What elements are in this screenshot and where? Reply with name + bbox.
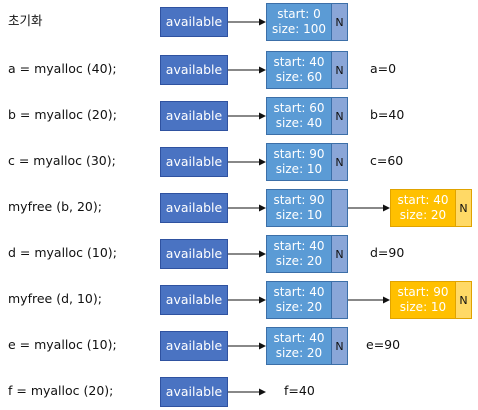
block-start: start: 0 bbox=[277, 7, 321, 21]
block-size: size: 10 bbox=[399, 300, 447, 314]
block-size: size: 60 bbox=[275, 70, 323, 84]
block-size: size: 10 bbox=[275, 208, 323, 222]
null-pointer: N bbox=[331, 236, 347, 272]
step-label: b = myalloc (20); bbox=[8, 107, 117, 122]
null-pointer: N bbox=[331, 328, 347, 364]
step-label: e = myalloc (10); bbox=[8, 337, 117, 352]
block-start: start: 90 bbox=[397, 285, 449, 299]
free-block: start: 90 size: 10 N bbox=[266, 143, 348, 181]
available-pointer: available bbox=[160, 377, 228, 407]
allocation-result: a=0 bbox=[370, 61, 397, 76]
step-label: 초기화 bbox=[8, 13, 43, 28]
free-block: start: 0 size: 100 N bbox=[266, 3, 348, 41]
allocation-result: e=90 bbox=[366, 337, 401, 352]
available-pointer: available bbox=[160, 193, 228, 223]
block-start: start: 60 bbox=[273, 101, 325, 115]
available-pointer: available bbox=[160, 331, 228, 361]
free-block: start: 90 size: 10 bbox=[266, 189, 348, 227]
available-pointer: available bbox=[160, 55, 228, 85]
next-pointer bbox=[331, 190, 347, 226]
block-start: start: 40 bbox=[273, 239, 325, 253]
free-block: start: 60 size: 40 N bbox=[266, 97, 348, 135]
free-block: start: 40 size: 20 N bbox=[266, 235, 348, 273]
available-pointer: available bbox=[160, 285, 228, 315]
block-size: size: 20 bbox=[275, 254, 323, 268]
block-size: size: 100 bbox=[271, 22, 327, 36]
step-label: myfree (b, 20); bbox=[8, 199, 102, 214]
null-pointer: N bbox=[331, 98, 347, 134]
free-block: start: 40 size: 60 N bbox=[266, 51, 348, 89]
block-start: start: 40 bbox=[273, 285, 325, 299]
next-pointer bbox=[331, 282, 347, 318]
available-pointer: available bbox=[160, 239, 228, 269]
available-pointer: available bbox=[160, 7, 228, 37]
available-pointer: available bbox=[160, 147, 228, 177]
allocation-result: d=90 bbox=[370, 245, 405, 260]
block-size: size: 20 bbox=[275, 346, 323, 360]
null-pointer: N bbox=[331, 52, 347, 88]
null-pointer: N bbox=[331, 144, 347, 180]
allocation-result: c=60 bbox=[370, 153, 404, 168]
step-label: myfree (d, 10); bbox=[8, 291, 102, 306]
step-label: a = myalloc (40); bbox=[8, 61, 117, 76]
block-start: start: 40 bbox=[273, 55, 325, 69]
null-pointer: N bbox=[331, 4, 347, 40]
allocation-result: f=40 bbox=[284, 383, 315, 398]
block-size: size: 40 bbox=[275, 116, 323, 130]
step-label: f = myalloc (20); bbox=[8, 383, 114, 398]
null-pointer: N bbox=[455, 282, 471, 318]
null-pointer: N bbox=[455, 190, 471, 226]
freed-block: start: 90 size: 10 N bbox=[390, 281, 472, 319]
step-label: d = myalloc (10); bbox=[8, 245, 117, 260]
block-size: size: 20 bbox=[275, 300, 323, 314]
free-block: start: 40 size: 20 bbox=[266, 281, 348, 319]
allocation-result: b=40 bbox=[370, 107, 405, 122]
available-pointer: available bbox=[160, 101, 228, 131]
block-start: start: 40 bbox=[273, 331, 325, 345]
block-start: start: 90 bbox=[273, 147, 325, 161]
freed-block: start: 40 size: 20 N bbox=[390, 189, 472, 227]
step-label: c = myalloc (30); bbox=[8, 153, 116, 168]
free-block: start: 40 size: 20 N bbox=[266, 327, 348, 365]
block-start: start: 40 bbox=[397, 193, 449, 207]
block-size: size: 10 bbox=[275, 162, 323, 176]
block-size: size: 20 bbox=[399, 208, 447, 222]
block-start: start: 90 bbox=[273, 193, 325, 207]
